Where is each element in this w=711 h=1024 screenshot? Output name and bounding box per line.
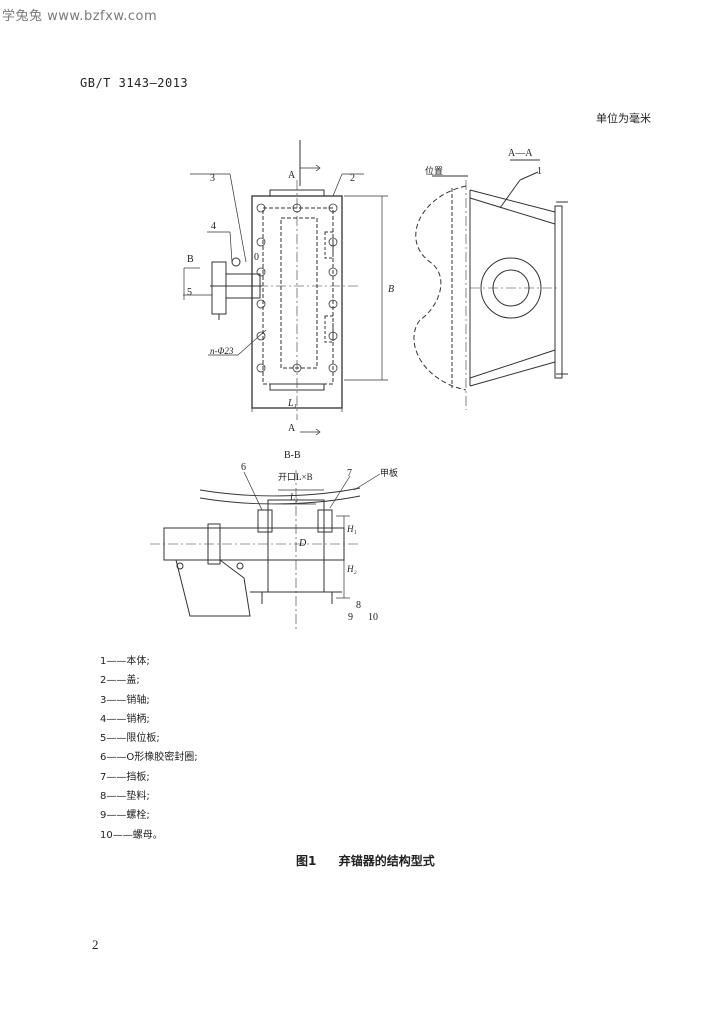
section-mark-b: B [187, 254, 194, 265]
front-text: 3 4 5 2 A A B 0 B L₁ n-Φ23 [187, 170, 394, 434]
standard-number: GB/T 3143—2013 [80, 76, 189, 90]
section-b-b-text: B-B 开口L×B L₂ 6 7 甲板 D H₁ H₂ 8 9 10 [241, 450, 398, 623]
legend-item: 10——螺母。 [100, 829, 163, 841]
callout-10: 10 [368, 612, 378, 623]
dim-d: D [298, 538, 307, 549]
front-view [210, 140, 360, 420]
section-a-a-text: A—A 1 位置 [425, 148, 542, 177]
callout-9: 9 [348, 612, 353, 623]
section-mark-a-top: A [288, 170, 296, 181]
watermark: 学兔兔 www.bzfxw.com [2, 9, 158, 24]
bolt-holes [256, 203, 338, 373]
section-title-a-a: A—A [508, 148, 533, 159]
parts-legend: 1——本体; 2——盖; 3——销轴; 4——销柄; 5——限位板; 6——O形… [100, 652, 198, 845]
callout-1: 1 [537, 166, 542, 177]
callout-8: 8 [356, 600, 361, 611]
dim-h2: H₂ [346, 564, 357, 574]
callout-2: 2 [350, 173, 355, 184]
figure-number: 图1 [296, 854, 317, 868]
figure-caption: 图1 弃锚器的结构型式 [296, 852, 435, 869]
callout-7: 7 [347, 468, 352, 479]
legend-item: 8——垫料; [100, 791, 150, 803]
dim-b: B [388, 284, 394, 295]
legend-item: 9——螺栓; [100, 810, 150, 822]
figure-title: 弃锚器的结构型式 [338, 854, 435, 868]
callout-4: 4 [211, 221, 216, 232]
section-mark-a-bottom: A [288, 423, 296, 434]
section-b-b [150, 470, 381, 630]
front-dimensions [183, 164, 388, 436]
legend-item: 5——限位板; [100, 733, 160, 745]
label-position: 位置 [425, 165, 443, 176]
dim-l2: L₂ [289, 492, 298, 502]
section-title-b-b: B-B [284, 450, 301, 461]
legend-item: 6——O形橡胶密封圈; [100, 752, 198, 764]
dim-l1: L₁ [287, 398, 297, 409]
dim-opening: 开口L×B [278, 472, 313, 482]
legend-item: 7——挡板; [100, 771, 150, 783]
label-deck: 甲板 [380, 467, 398, 478]
dim-h1: H₁ [346, 524, 357, 534]
legend-item: 1——本体; [100, 656, 150, 667]
dim-zero: 0 [254, 252, 259, 263]
page-number: 2 [92, 937, 99, 952]
legend-item: 4——销柄; [100, 713, 150, 725]
section-a-a [413, 159, 568, 410]
legend-item: 3——销轴; [100, 694, 150, 706]
callout-5: 5 [187, 287, 192, 298]
structure-drawing: 3 4 5 2 A A B 0 B L₁ n-Φ23 A—A 1 位置 [150, 140, 568, 630]
legend-item: 2——盖; [100, 675, 140, 687]
unit-note: 单位为毫米 [596, 112, 651, 125]
callout-3: 3 [210, 173, 215, 184]
dim-holes: n-Φ23 [210, 346, 234, 356]
callout-6: 6 [241, 462, 246, 473]
